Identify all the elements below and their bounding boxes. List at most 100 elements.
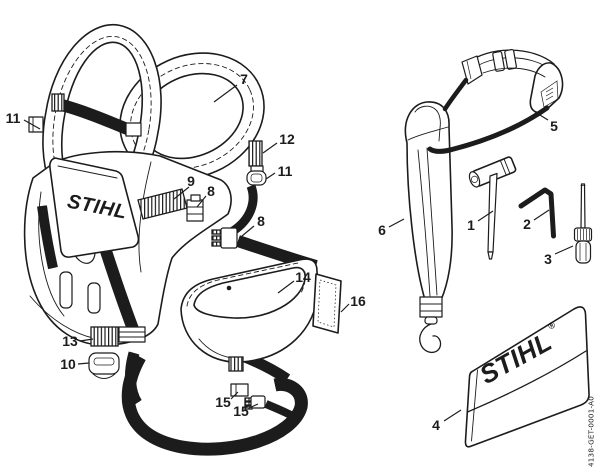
hip-pad-stitching <box>186 262 299 307</box>
callout-label: 14 <box>295 269 311 285</box>
hex-key-face <box>519 188 555 238</box>
callout-label: 8 <box>207 183 215 199</box>
clip-11-right-slot <box>250 173 263 183</box>
tool-kit: STIHL ® <box>404 48 593 448</box>
lower-left-clips <box>88 326 120 379</box>
callout-label: 8 <box>257 213 265 229</box>
drawing-number: 4138-GET-0001-A0 <box>587 396 596 467</box>
upper-cross-strap <box>28 93 142 137</box>
buckle-10-flap <box>92 373 116 379</box>
callout-7: 7 <box>213 71 248 103</box>
wrench-head-line <box>499 159 507 176</box>
leader-line <box>196 195 207 208</box>
leg-strap-slot-right <box>87 282 101 314</box>
glasses-left-temple-face <box>444 79 467 110</box>
callout-label: 11 <box>278 163 293 179</box>
callout-2: 2 <box>523 209 550 232</box>
callout-10: 10 <box>60 356 90 372</box>
leader-line <box>213 84 238 103</box>
callout-label: 4 <box>432 417 440 433</box>
callout-16: 16 <box>340 293 366 313</box>
callout-label: 7 <box>240 71 248 87</box>
glasses-lens-curve <box>482 67 546 78</box>
callout-label: 6 <box>378 222 386 238</box>
strap-seam <box>426 147 438 296</box>
belt-end-webbing <box>126 351 141 406</box>
buckle-8-upper-tab <box>190 194 201 202</box>
lower-panel-curve <box>29 295 94 339</box>
registered-trademark: ® <box>546 319 557 331</box>
wrench-socket-opening <box>470 175 479 183</box>
wrench-socket-end <box>468 171 481 188</box>
back-panel-seam-right <box>138 161 152 273</box>
leader-line <box>277 280 295 294</box>
leader-line <box>533 209 550 221</box>
glasses-bridge-block <box>492 50 505 72</box>
leader-line <box>265 172 276 180</box>
glasses-left-endpiece <box>461 55 483 85</box>
strap-loop-13 <box>90 326 119 347</box>
buckle-10-slot <box>93 357 115 366</box>
strap-buckle <box>419 296 443 318</box>
screwdriver-handle <box>575 240 592 264</box>
callout-6: 6 <box>378 218 405 238</box>
leader-line <box>554 245 574 255</box>
hip-pad-strap-tab <box>228 356 244 372</box>
callouts: 11 7 12 11 9 8 8 14 <box>6 71 574 433</box>
screwdriver-blade <box>580 183 586 229</box>
callout-12: 12 <box>262 131 295 154</box>
center-strap-buckle <box>118 326 146 343</box>
waist-belt-webbing <box>123 354 307 455</box>
callout-9: 9 <box>173 173 195 200</box>
hip-pad-14 <box>180 258 319 372</box>
callout-8-lower: 8 <box>241 213 265 237</box>
left-band-webbing <box>38 205 57 269</box>
hook-strap-webbing <box>231 184 257 234</box>
callout-label: 3 <box>544 251 552 267</box>
leader-line <box>477 210 494 222</box>
callout-15-left: 15 <box>215 391 239 410</box>
socket-wrench-1 <box>468 156 517 260</box>
tool-bag-outline <box>464 306 590 448</box>
callout-4: 4 <box>432 409 462 433</box>
callout-15-right: 15 <box>233 403 259 419</box>
leader-line <box>340 303 350 313</box>
shoulder-pad-right-stitching <box>130 63 254 169</box>
leader-line <box>23 119 41 130</box>
upper-strap-buckle <box>125 122 142 137</box>
strap-ring <box>424 316 438 325</box>
strap-top-loop <box>414 105 441 142</box>
leader-line <box>262 142 278 154</box>
comfort-pad-outline <box>312 273 342 334</box>
tool-bag-flap-seam <box>466 350 587 413</box>
buckle-10 <box>88 352 120 375</box>
harness-assembly: STIHL <box>23 23 342 456</box>
callout-11-right: 11 <box>265 163 293 180</box>
callout-14: 14 <box>277 269 311 294</box>
leader-line <box>248 403 259 409</box>
glasses-right-lens <box>529 62 564 114</box>
leader-line <box>443 409 462 422</box>
callout-label: 15 <box>233 403 249 419</box>
hip-pad-stitching-right <box>299 271 306 296</box>
leader-line <box>388 218 405 228</box>
screwdriver-knurl <box>573 227 593 242</box>
callout-label: 1 <box>467 217 475 233</box>
callout-label: 12 <box>279 131 295 147</box>
callout-label: 10 <box>60 356 76 372</box>
safety-glasses-5 <box>427 48 564 154</box>
glasses-endpiece-detail <box>466 60 472 80</box>
tool-bag-spine <box>471 369 478 442</box>
upper-strap-webbing <box>56 99 134 135</box>
callout-label: 2 <box>523 216 531 232</box>
leader-line <box>79 338 94 342</box>
callout-11-top-left: 11 <box>6 110 41 130</box>
callout-5: 5 <box>534 111 558 134</box>
callout-label: 13 <box>62 333 78 349</box>
carrying-strap-6 <box>404 101 453 354</box>
callout-3: 3 <box>544 245 574 267</box>
leader-line <box>241 225 255 237</box>
callout-label: 16 <box>350 293 366 309</box>
